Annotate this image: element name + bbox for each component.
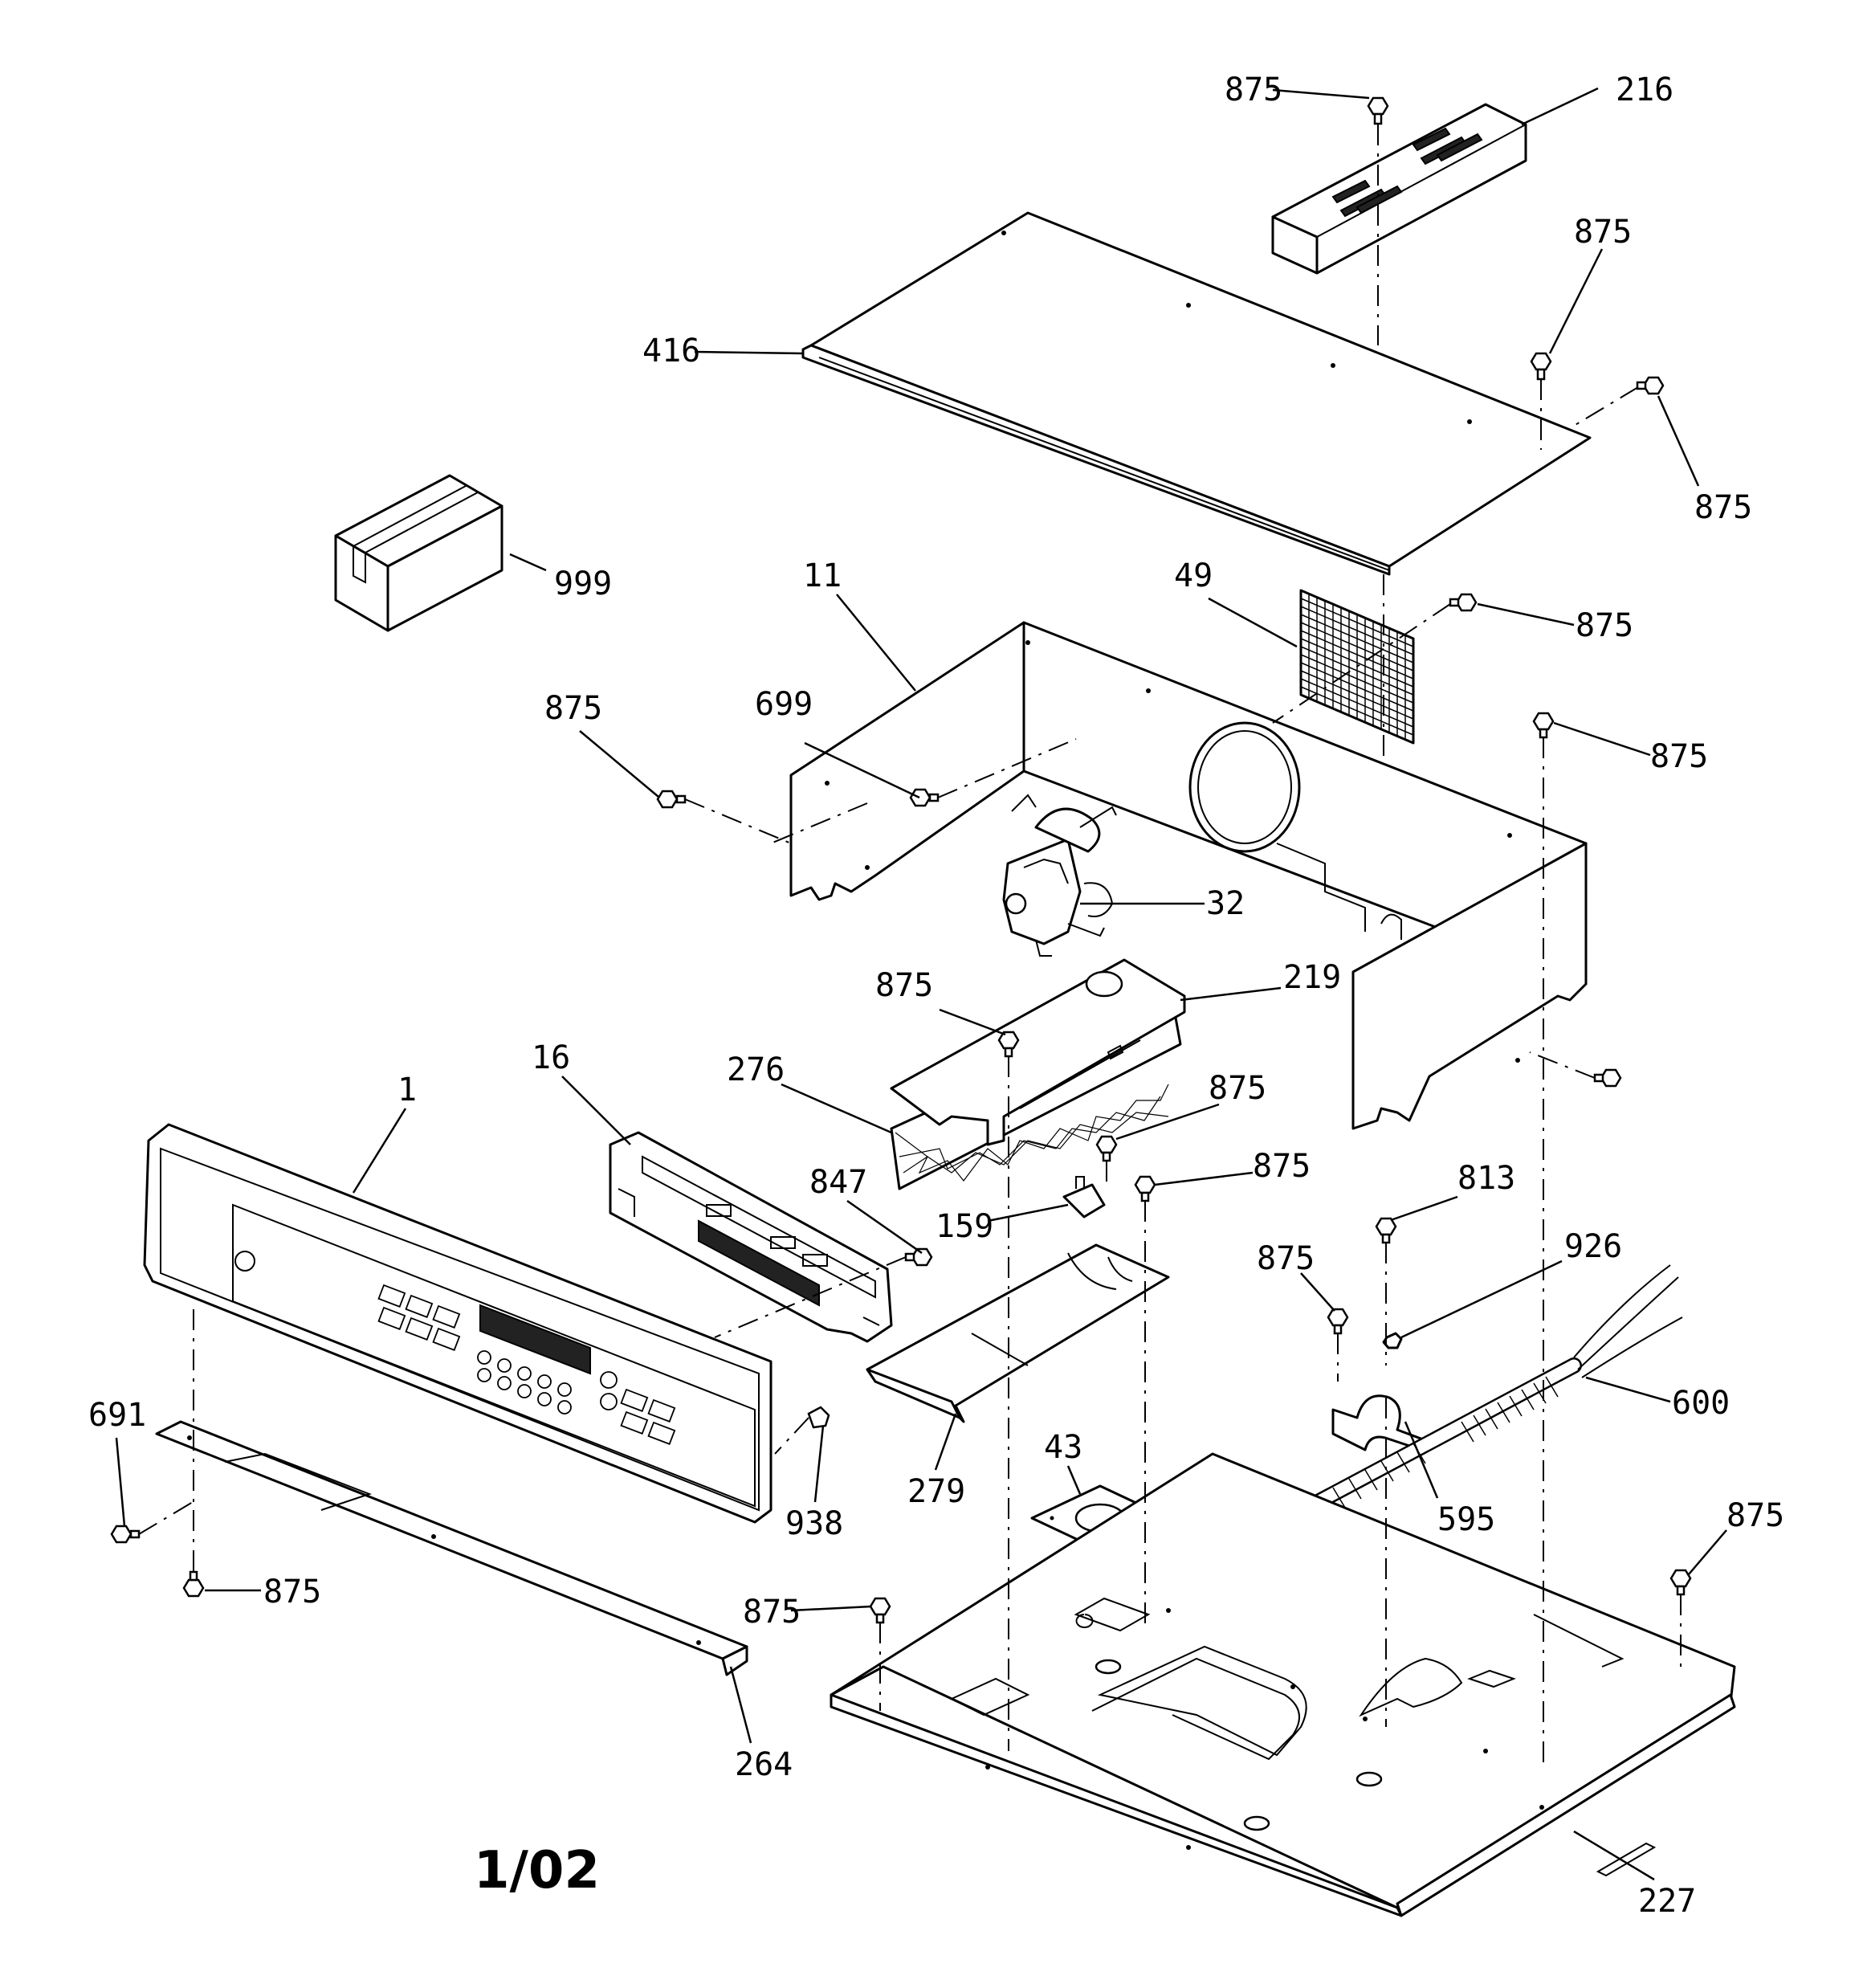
part-label-875: 875 (1257, 1240, 1315, 1277)
control-panel-1 (143, 1123, 773, 1524)
part-label-875: 875 (1694, 489, 1752, 526)
bottom-trim-264 (155, 1420, 748, 1676)
part-label-691: 691 (88, 1397, 146, 1434)
revision-date: 1/02 (474, 1841, 600, 1900)
part-label-875: 875 (1574, 214, 1632, 251)
part-label-276: 276 (727, 1051, 785, 1088)
part-labels: 875 216 875 416 875 999 11 49 875 875 69… (88, 71, 1784, 1920)
part-label-32: 32 (1206, 885, 1245, 922)
part-label-159: 159 (936, 1208, 993, 1245)
clamp-595 (1331, 1394, 1431, 1451)
base-pan-227 (830, 1452, 1736, 1917)
part-label-1: 1 (397, 1072, 417, 1108)
vent-cover-216 (1271, 103, 1527, 275)
top-panel-416 (801, 211, 1592, 576)
assembly-lines (138, 125, 1682, 1767)
screw-icon (1636, 376, 1665, 395)
part-label-875: 875 (1726, 1497, 1784, 1534)
part-label-416: 416 (642, 333, 700, 369)
part-label-875: 875 (1253, 1148, 1311, 1185)
part-label-875: 875 (1650, 738, 1708, 775)
part-label-264: 264 (735, 1746, 793, 1783)
control-board-16 (609, 1131, 893, 1343)
heat-shield-279 (866, 1243, 1170, 1423)
screw-icon (656, 790, 687, 809)
screw-icon (1593, 1068, 1622, 1088)
screw-icon (869, 1597, 891, 1624)
part-label-227: 227 (1638, 1883, 1696, 1920)
part-label-875: 875 (544, 690, 602, 727)
part-label-847: 847 (809, 1164, 867, 1201)
screw-icon (1532, 712, 1555, 739)
channel-cover-219 (890, 958, 1186, 1146)
part-label-813: 813 (1457, 1160, 1515, 1197)
screw-icon (909, 788, 940, 807)
part-label-699: 699 (755, 686, 813, 723)
box-999 (334, 474, 503, 632)
screw-icon (1449, 593, 1478, 612)
part-label-875: 875 (1225, 71, 1282, 108)
part-label-938: 938 (785, 1505, 843, 1542)
screw-icon (1327, 1308, 1349, 1335)
screw-icon (1375, 1217, 1397, 1244)
leader-lines (115, 87, 1727, 1881)
part-label-875: 875 (743, 1594, 801, 1631)
bracket-159 (1062, 1176, 1106, 1219)
part-label-999: 999 (554, 565, 612, 602)
screw-icon (807, 1406, 830, 1429)
part-label-279: 279 (907, 1473, 965, 1510)
screw-icon (110, 1525, 141, 1544)
screw-icon (1134, 1175, 1156, 1202)
part-label-875: 875 (1576, 607, 1633, 644)
screw-icon (182, 1570, 205, 1598)
part-label-49: 49 (1174, 557, 1213, 594)
part-label-600: 600 (1672, 1385, 1730, 1422)
part-label-926: 926 (1564, 1228, 1622, 1265)
screw-icon (1095, 1135, 1118, 1162)
part-label-43: 43 (1044, 1429, 1082, 1466)
part-label-16: 16 (532, 1039, 570, 1076)
nut-926 (1382, 1332, 1403, 1349)
part-label-216: 216 (1616, 71, 1673, 108)
inner-wrapper-11 (789, 621, 1588, 1130)
screw-icon (1367, 96, 1389, 125)
part-label-875: 875 (263, 1574, 321, 1610)
part-label-595: 595 (1437, 1501, 1495, 1538)
part-label-219: 219 (1283, 959, 1341, 996)
part-label-11: 11 (803, 557, 842, 594)
part-label-875: 875 (1209, 1070, 1266, 1107)
screws (110, 96, 1692, 1624)
screw-icon (1530, 352, 1552, 381)
screw-icon (1669, 1569, 1692, 1596)
part-label-875: 875 (875, 967, 933, 1004)
fan-motor-32 (1002, 794, 1117, 957)
